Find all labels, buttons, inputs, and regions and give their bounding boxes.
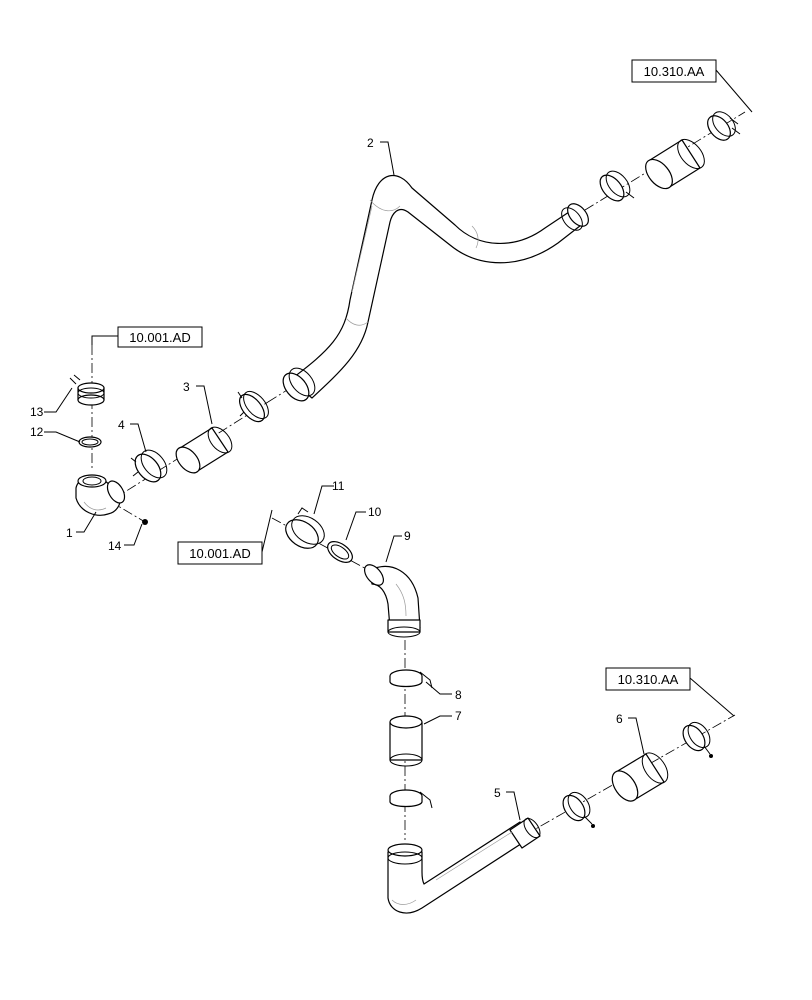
callout-5: 5 [494,786,501,800]
part-13-v-band-clamp [69,374,105,406]
callout-12: 12 [30,425,44,439]
callout-8: 8 [455,688,462,702]
sleeve-top-right [645,138,705,190]
callout-7: 7 [455,709,462,723]
clamp-upper-mid [237,390,269,423]
reference-label: 10.001.AD [129,330,190,345]
reference-label: 10.001.AD [189,546,250,561]
reference-box-mid-left[interactable]: 10.001.AD [177,541,263,565]
part-10-gasket [327,541,353,563]
clamp-lower-right [682,721,713,758]
callout-13: 13 [30,405,44,419]
part-12-o-ring [78,436,102,448]
part-5-lower-pipe [387,817,541,914]
callout-10: 10 [368,505,382,519]
callout-2: 2 [367,136,374,150]
clamp-top-right-lower [599,170,635,202]
part-2-exhaust-pipe [282,174,589,402]
leader-lines [44,69,753,821]
callout-1: 1 [66,526,73,540]
part-14-bolt [142,519,148,525]
clamp-lower-vertical [389,789,433,809]
callout-labels: 2 3 4 1 13 12 14 11 10 9 8 7 5 6 [30,136,623,800]
part-11-v-band-clamp [285,507,325,549]
callout-6: 6 [616,712,623,726]
callout-4: 4 [118,418,125,432]
reference-label: 10.310.AA [618,672,679,687]
part-6-sleeve [611,752,669,802]
callout-9: 9 [404,529,411,543]
clamp-lower-mid [562,791,595,828]
part-8-clamp [389,669,433,689]
callout-14: 14 [108,539,122,553]
part-7-sleeve [389,715,423,767]
reference-box-lower-right[interactable]: 10.310.AA [605,667,691,691]
callout-11: 11 [332,479,345,493]
part-3-coupler [175,426,233,474]
part-9-elbow [364,564,421,638]
part-4-clamp [130,449,168,483]
clamp-top-right-upper [707,111,741,141]
part-1-elbow [75,474,126,516]
reference-box-top-right[interactable]: 10.310.AA [631,59,717,83]
reference-box-upper-left[interactable]: 10.001.AD [117,326,203,348]
reference-label: 10.310.AA [644,64,705,79]
callout-3: 3 [183,380,190,394]
